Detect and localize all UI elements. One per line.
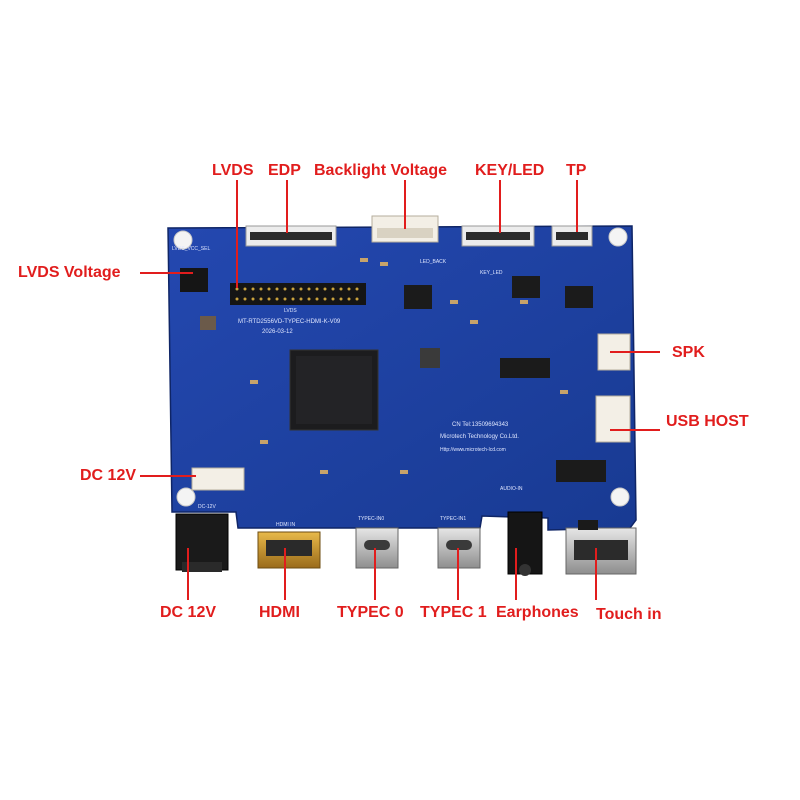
label-typec0: TYPEC 0: [337, 604, 404, 621]
silk-dc12v: DC-12V: [198, 504, 216, 510]
silk-audio-in: AUDIO-IN: [500, 486, 523, 492]
label-touch-in: Touch in: [596, 606, 662, 623]
label-typec1: TYPEC 1: [420, 604, 487, 621]
label-earphones: Earphones: [496, 604, 579, 621]
silk-hdmi-in: HDMI IN: [276, 522, 296, 528]
label-key-led: KEY/LED: [475, 162, 545, 179]
silk-lvds-vcc-sel: LVDS_VCC_SEL: [172, 246, 211, 252]
silk-key-led: KEY_LED: [480, 270, 503, 276]
silk-model: MT-RTD2556VD-TYPEC-HDMI-K-V09: [238, 319, 341, 325]
label-spk: SPK: [672, 344, 705, 361]
callout-lines: [140, 180, 660, 600]
label-edp: EDP: [268, 162, 301, 179]
label-usb-host: USB HOST: [666, 413, 749, 430]
silk-led-back: LED_BACK: [420, 259, 447, 265]
label-tp: TP: [566, 162, 587, 179]
silk-company: Microtech Technology Co.Ltd.: [440, 434, 519, 440]
silk-date: 2026-03-12: [262, 329, 293, 335]
silk-typec0: TYPEC-IN0: [358, 516, 385, 522]
label-lvds: LVDS: [212, 162, 254, 179]
silk-lvds: LVDS: [284, 308, 297, 314]
silk-typec1: TYPEC-IN1: [440, 516, 467, 522]
label-dc12v-bottom: DC 12V: [160, 604, 217, 621]
silk-website: Http://www.microtech-lcd.com: [440, 447, 506, 453]
silk-contact: CN Tel:13509694343: [452, 422, 509, 428]
label-hdmi: HDMI: [259, 604, 300, 621]
label-lvds-voltage: LVDS Voltage: [18, 264, 121, 281]
label-dc12v-top: DC 12V: [80, 467, 137, 484]
label-backlight-voltage: Backlight Voltage: [314, 162, 448, 179]
